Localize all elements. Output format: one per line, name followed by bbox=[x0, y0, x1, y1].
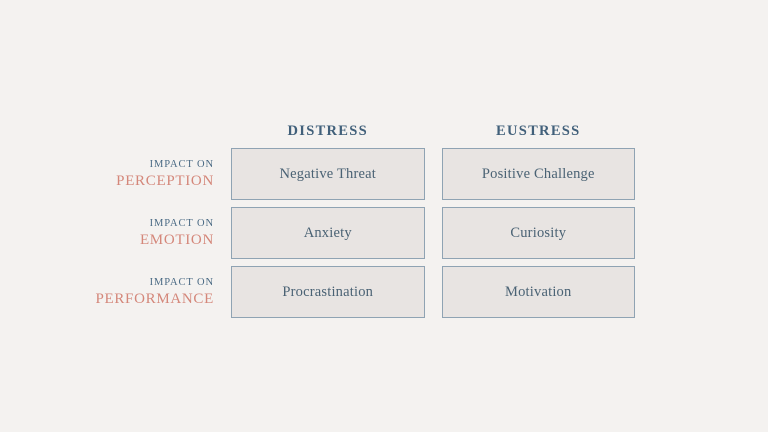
row-label-prefix: IMPACT ON bbox=[149, 158, 214, 170]
cell-perception-eustress: Positive Challenge bbox=[441, 148, 635, 200]
stress-comparison-matrix: DISTRESS EUSTRESS IMPACT ON PERCEPTION N… bbox=[95, 112, 635, 318]
matrix-row-perception: IMPACT ON PERCEPTION Negative Threat Pos… bbox=[105, 148, 635, 200]
row-label-keyword: PERCEPTION bbox=[116, 172, 214, 189]
cell-performance-distress: Procrastination bbox=[231, 266, 425, 318]
cell-performance-eustress: Motivation bbox=[441, 266, 635, 318]
cell-emotion-distress: Anxiety bbox=[231, 207, 425, 259]
row-label-performance: IMPACT ON PERFORMANCE bbox=[95, 266, 231, 318]
column-header-eustress: EUSTRESS bbox=[495, 122, 581, 139]
matrix-row-emotion: IMPACT ON EMOTION Anxiety Curiosity bbox=[105, 207, 635, 259]
row-label-keyword: PERFORMANCE bbox=[95, 290, 214, 307]
cell-emotion-eustress: Curiosity bbox=[441, 207, 635, 259]
column-gap bbox=[425, 207, 442, 259]
column-gap bbox=[425, 148, 442, 200]
cell-perception-distress: Negative Threat bbox=[231, 148, 425, 200]
matrix-row-performance: IMPACT ON PERFORMANCE Procrastination Mo… bbox=[95, 266, 635, 318]
row-label-perception: IMPACT ON PERCEPTION bbox=[105, 148, 231, 200]
row-label-prefix: IMPACT ON bbox=[149, 217, 214, 229]
column-header-distress: DISTRESS bbox=[287, 122, 369, 139]
row-label-emotion: IMPACT ON EMOTION bbox=[105, 207, 231, 259]
column-header-row: DISTRESS EUSTRESS bbox=[105, 112, 635, 142]
column-gap bbox=[425, 266, 442, 318]
row-label-keyword: EMOTION bbox=[139, 231, 214, 248]
row-label-prefix: IMPACT ON bbox=[149, 276, 214, 288]
